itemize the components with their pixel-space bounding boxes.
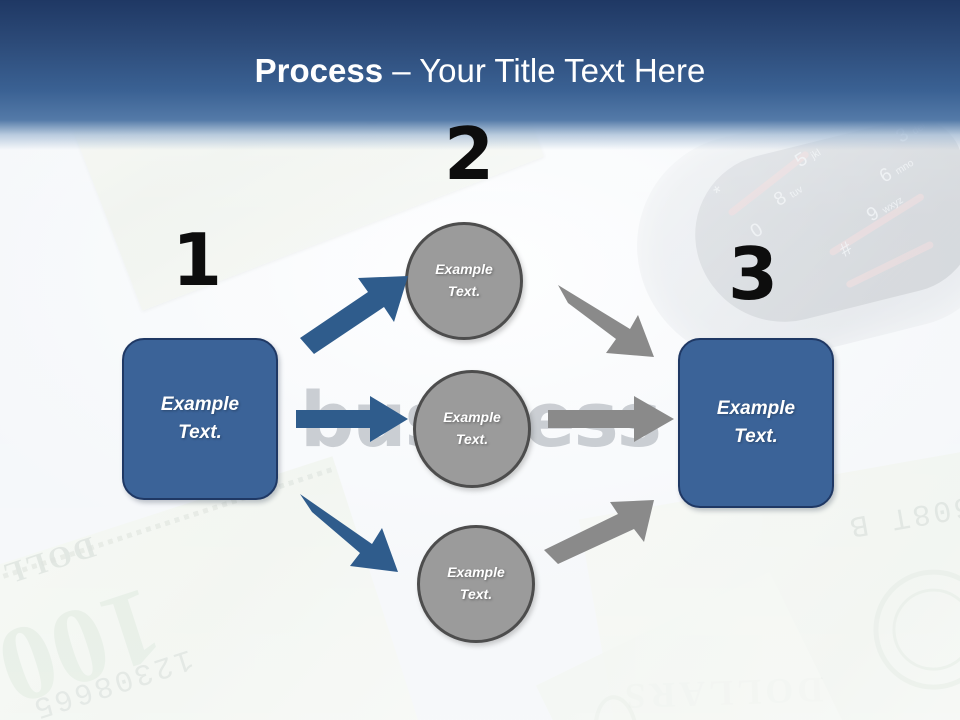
process-box-left[interactable]: Example Text. <box>122 338 278 500</box>
process-circle-middle[interactable]: Example Text. <box>413 370 531 488</box>
arrow-blue-right-icon <box>296 396 408 442</box>
step-number-3: 3 <box>728 232 779 316</box>
process-box-left-line1: Example <box>160 393 240 415</box>
process-circle-top-line1: Example <box>435 261 493 278</box>
process-circle-top-line2: Text. <box>447 283 481 299</box>
step-number-2: 2 <box>444 112 495 196</box>
step-number-1: 1 <box>172 218 223 302</box>
process-box-right-line2: Text. <box>734 426 778 447</box>
process-box-right-label: Example Text. <box>717 395 795 452</box>
page-title: Process – Your Title Text Here <box>0 52 960 90</box>
bill-serial-lower-right: 1608T B <box>844 483 960 543</box>
process-circle-middle-line1: Example <box>443 409 501 426</box>
bill-oval-corner <box>590 693 642 720</box>
process-circle-bottom[interactable]: Example Text. <box>417 525 535 643</box>
process-box-left-label: Example Text. <box>161 391 239 448</box>
arrow-blue-up-right-icon <box>300 276 408 354</box>
arrow-gray-up-right-icon <box>544 500 654 564</box>
process-circle-bottom-line1: Example <box>447 564 505 581</box>
page-title-bold: Process <box>254 52 384 89</box>
arrow-gray-right-icon <box>548 396 674 442</box>
process-box-right-line1: Example <box>716 397 796 419</box>
process-circle-top[interactable]: Example Text. <box>405 222 523 340</box>
process-circle-bottom-line2: Text. <box>459 586 493 602</box>
process-circle-middle-line2: Text. <box>455 431 489 447</box>
arrow-gray-down-right-icon <box>558 285 654 357</box>
bill-eagle-seal <box>863 560 960 700</box>
process-box-left-line2: Text. <box>178 422 222 443</box>
process-circle-top-label: Example Text. <box>435 259 493 302</box>
page-title-rest: – Your Title Text Here <box>383 52 706 89</box>
process-box-right[interactable]: Example Text. <box>678 338 834 508</box>
arrow-blue-down-right-icon <box>300 494 398 572</box>
process-circle-middle-label: Example Text. <box>443 407 501 450</box>
title-banner <box>0 0 960 150</box>
process-circle-bottom-label: Example Text. <box>447 562 505 605</box>
